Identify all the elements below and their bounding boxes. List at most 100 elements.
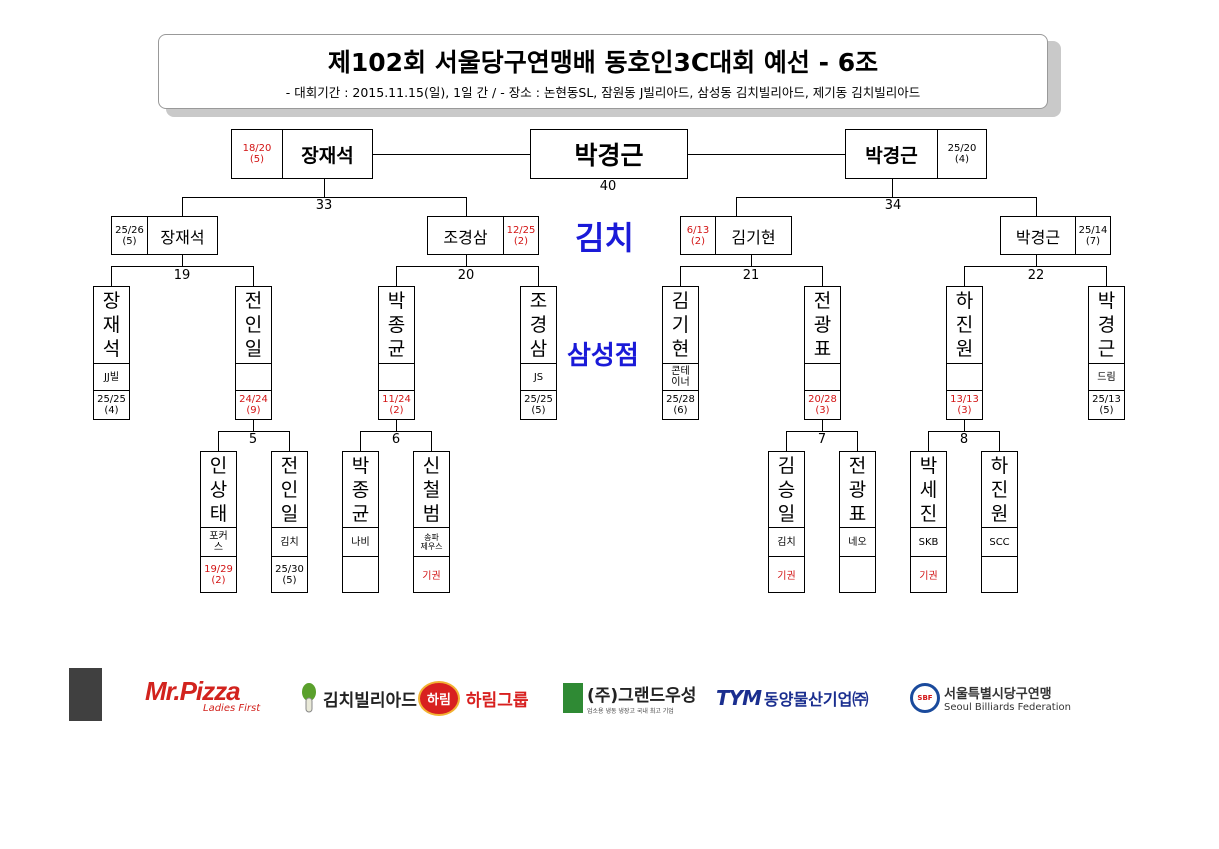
name-char: 김 xyxy=(671,290,690,312)
sbf-emblem-icon: SBF xyxy=(910,683,940,713)
quarter-box-3[interactable]: 6/13(2) 김기현 xyxy=(680,216,792,255)
bracket-line xyxy=(360,431,432,432)
name-char: 박 xyxy=(1097,290,1116,312)
bracket-line xyxy=(928,431,929,451)
sponsor-harim: 하림 하림그룹 xyxy=(418,676,528,720)
name-char: 석 xyxy=(102,338,121,360)
name-char: 종 xyxy=(351,478,370,501)
name-char: 박 xyxy=(351,454,370,477)
sponsor-kimchi: 김치빌리아드 xyxy=(298,676,417,720)
semi-left-box[interactable]: 18/20(5) 장재석 xyxy=(231,129,373,179)
name-char: 범 xyxy=(422,502,441,525)
bracket-line xyxy=(372,154,530,155)
bracket-line xyxy=(964,266,1107,267)
quarter-box-2[interactable]: 조경삼 12/25(2) xyxy=(427,216,539,255)
bracket-line xyxy=(324,178,325,198)
mrpizza-logo-text: Mr.Pizza xyxy=(145,676,241,706)
player-club: 드림 xyxy=(1089,364,1124,391)
match-number: 33 xyxy=(315,198,333,213)
match-number: 22 xyxy=(1027,268,1045,283)
player-club: SCC xyxy=(982,528,1017,557)
bracket-line xyxy=(396,266,397,286)
bracket-line xyxy=(111,266,112,286)
bracket-line xyxy=(396,266,539,267)
bracket-line xyxy=(218,431,290,432)
name-char: 전 xyxy=(280,454,299,477)
player-club: 김치 xyxy=(272,528,307,557)
name-char: 일 xyxy=(244,338,263,360)
semi-right-box[interactable]: 박경근 25/20(4) xyxy=(845,129,987,179)
sbf-text-group: 서울특별시당구연맹 Seoul Billiards Federation xyxy=(944,683,1071,713)
bracket-line xyxy=(736,197,737,216)
quarter-box-1[interactable]: 25/26(5) 장재석 xyxy=(111,216,218,255)
quarter-record: 6/13(2) xyxy=(681,217,716,254)
player-result: 기권 xyxy=(777,571,796,582)
match-number: 20 xyxy=(457,268,475,283)
player-record: 20/28(3) xyxy=(808,394,837,416)
quarter-record: 25/26(5) xyxy=(112,217,148,254)
player-record xyxy=(840,557,875,592)
match-number: 7 xyxy=(817,432,827,447)
player-club: JJ빌 xyxy=(94,364,129,391)
name-char: 박 xyxy=(919,454,938,477)
player-club: 나비 xyxy=(343,528,378,557)
tym-logo-text: 동양물산기업㈜ xyxy=(764,690,869,709)
sbf-logo-en: Seoul Billiards Federation xyxy=(944,702,1071,713)
name-char: 승 xyxy=(777,478,796,501)
bracket-line xyxy=(538,266,539,286)
name-char: 일 xyxy=(280,502,299,525)
bracket-line xyxy=(182,254,183,267)
name-char: 진 xyxy=(919,502,938,525)
name-char: 경 xyxy=(529,314,548,336)
bracket-line xyxy=(822,419,823,432)
player-record: 25/30(5) xyxy=(275,563,304,586)
final-winner-box[interactable]: 박경근 xyxy=(530,129,688,179)
semi-right-record: 25/20(4) xyxy=(937,130,986,178)
name-char: 진 xyxy=(955,314,974,336)
quarter-box-4[interactable]: 박경근 25/14(7) xyxy=(1000,216,1111,255)
semi-right-name: 박경근 xyxy=(865,144,918,167)
player-record xyxy=(343,557,378,592)
bracket-line xyxy=(182,197,466,198)
name-char: 장 xyxy=(102,290,121,312)
tym-mark: TYM xyxy=(716,686,762,710)
player-club xyxy=(379,364,414,391)
name-char: 김 xyxy=(777,454,796,477)
name-char: 인 xyxy=(244,314,263,336)
header-panel: 제102회 서울당구연맹배 동호인3C대회 예선 - 6조 - 대회기간 : 2… xyxy=(158,34,1048,109)
bracket-line xyxy=(688,154,845,155)
quarter-record: 25/14(7) xyxy=(1075,217,1110,254)
match-number: 8 xyxy=(959,432,969,447)
name-char: 상 xyxy=(209,478,228,501)
bracket-line xyxy=(253,419,254,432)
bracket-line xyxy=(736,197,1036,198)
name-char: 인 xyxy=(280,478,299,501)
name-char: 세 xyxy=(919,478,938,501)
